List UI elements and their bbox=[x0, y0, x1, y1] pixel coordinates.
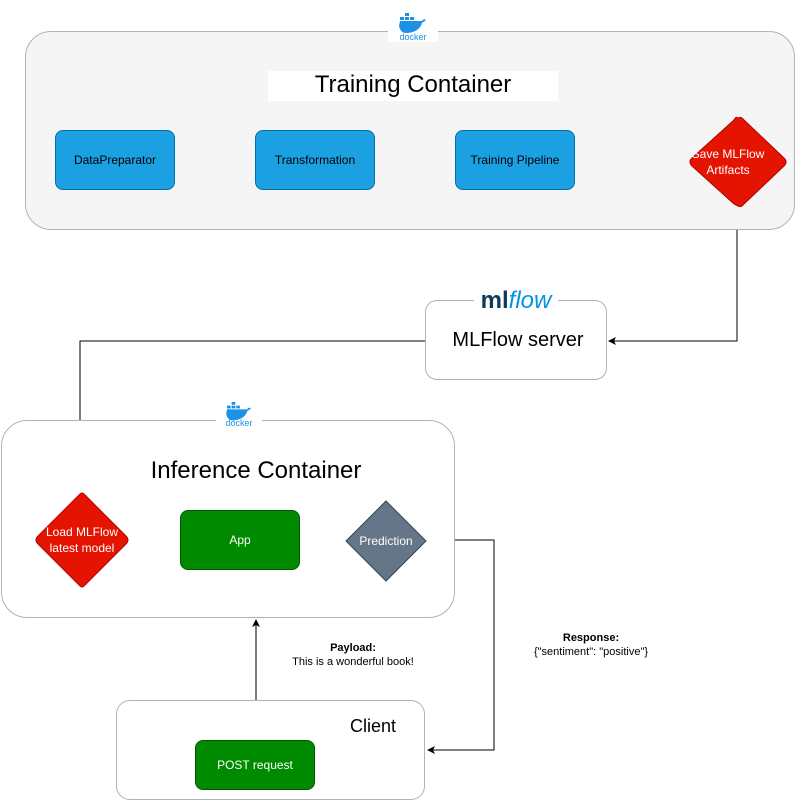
mlflow-logo-flow: flow bbox=[508, 287, 552, 314]
load-model-label: Load MLFlow latest model bbox=[22, 522, 142, 558]
save-artifacts-diamond[interactable] bbox=[684, 114, 792, 210]
mlflow-logo: mlflow bbox=[474, 286, 558, 316]
docker-whale-icon bbox=[226, 401, 251, 421]
docker-whale-icon bbox=[399, 13, 426, 33]
docker-logo-inference: docker bbox=[216, 397, 262, 429]
step-training-pipeline-label: Training Pipeline bbox=[470, 153, 560, 167]
load-model-line1: Load MLFlow bbox=[45, 525, 119, 539]
training-title-background bbox=[268, 71, 558, 101]
step-training-pipeline[interactable]: Training Pipeline bbox=[455, 130, 575, 190]
save-artifacts-line2: Artifacts bbox=[706, 163, 750, 177]
app-label: App bbox=[229, 533, 251, 547]
payload-heading: Payload: bbox=[330, 642, 376, 654]
load-model-diamond[interactable] bbox=[22, 490, 142, 590]
docker-label: docker bbox=[399, 32, 427, 42]
client-title: Client bbox=[350, 716, 397, 736]
response-heading: Response: bbox=[562, 632, 620, 644]
response-text: {"sentiment": "positive"} bbox=[533, 646, 649, 658]
docker-label: docker bbox=[225, 418, 253, 428]
response-annotation: Response: {"sentiment": "positive"} bbox=[512, 632, 670, 658]
save-artifacts-label: Save MLFlow Artifacts bbox=[684, 144, 772, 180]
arrow-prediction-to-client bbox=[426, 539, 495, 754]
prediction-label: Prediction bbox=[359, 534, 413, 548]
payload-annotation: Payload: This is a wonderful book! bbox=[278, 642, 428, 668]
post-request-button[interactable]: POST request bbox=[195, 740, 315, 790]
app-box[interactable]: App bbox=[180, 510, 300, 570]
step-datapreparator-label: DataPreparator bbox=[73, 153, 157, 167]
training-container-title: Training Container bbox=[314, 71, 512, 98]
step-datapreparator[interactable]: DataPreparator bbox=[55, 130, 175, 190]
arrow-save-to-mlflow-server bbox=[608, 208, 738, 345]
docker-logo-training: docker bbox=[388, 8, 438, 42]
mlflow-server-label: MLFlow server bbox=[452, 329, 584, 351]
prediction-diamond[interactable] bbox=[344, 500, 428, 582]
inference-container-title: Inference Container bbox=[150, 457, 362, 484]
payload-text: This is a wonderful book! bbox=[292, 656, 414, 668]
post-request-label: POST request bbox=[217, 758, 293, 772]
mlflow-logo-ml: ml bbox=[480, 287, 509, 314]
save-artifacts-line1: Save MLFlow bbox=[691, 147, 765, 161]
step-transformation-label: Transformation bbox=[274, 153, 356, 167]
step-transformation[interactable]: Transformation bbox=[255, 130, 375, 190]
load-model-line2: latest model bbox=[49, 541, 115, 555]
